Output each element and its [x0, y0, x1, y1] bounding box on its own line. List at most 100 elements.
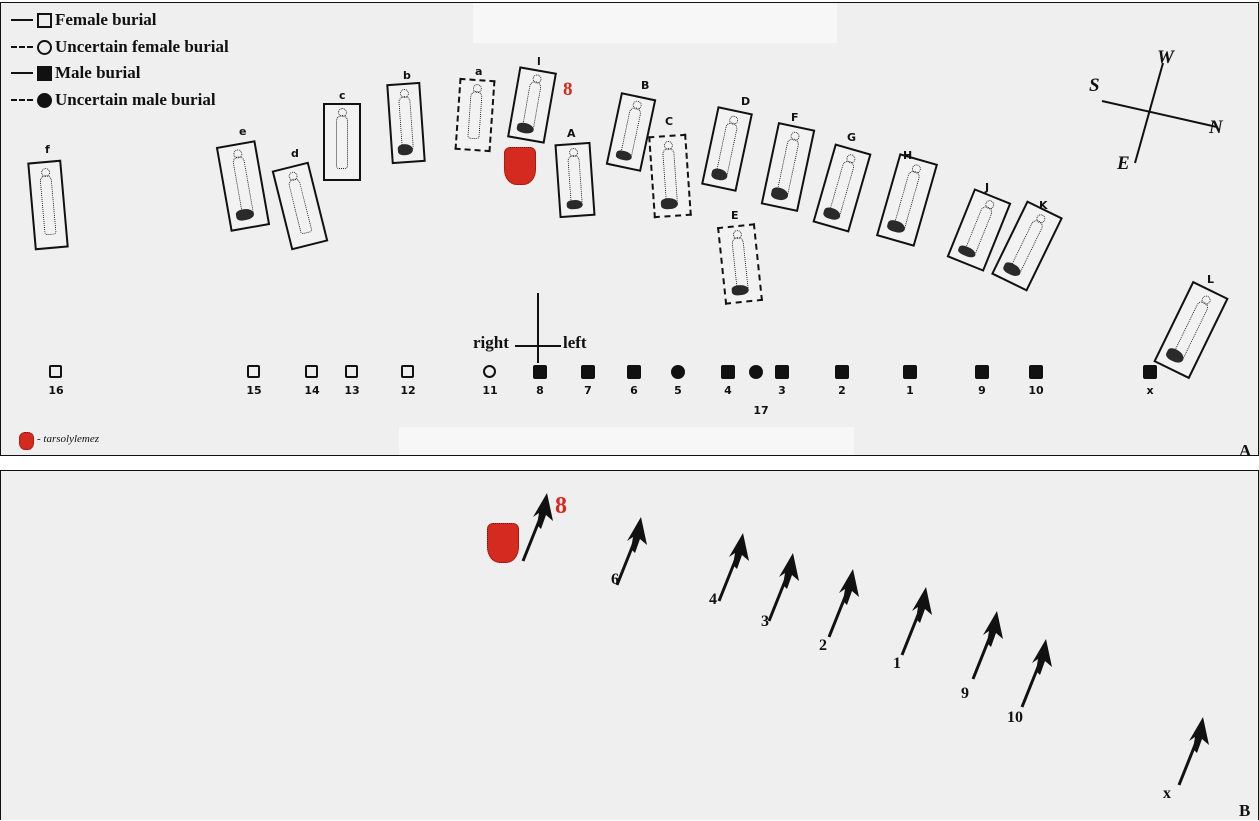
skeleton-icon — [39, 174, 57, 236]
burial-marker-square-filled — [1143, 365, 1157, 379]
square-filled-icon — [37, 65, 52, 81]
grave-c — [323, 103, 361, 181]
bones-icon — [660, 197, 679, 210]
burial-marker-label: 2 — [838, 384, 846, 397]
skeleton-icon — [467, 90, 483, 140]
grave-label: H — [903, 149, 913, 162]
tarsolylemez-legend-label: - tarsolylemez — [37, 433, 100, 445]
skeleton-icon — [336, 108, 348, 169]
tarsolylemez-legend-icon — [19, 432, 34, 450]
compass-label-n: N — [1209, 117, 1223, 138]
grave-label: K — [1039, 199, 1048, 212]
legend-label: Uncertain female burial — [55, 37, 229, 56]
legend-item-male: Male burial — [11, 62, 140, 84]
burial-marker-label: 13 — [344, 384, 360, 397]
burial-marker-label: 3 — [778, 384, 786, 397]
burial-marker-label: x — [1146, 384, 1154, 397]
burial-marker-label: 14 — [304, 384, 320, 397]
burial-marker-square-outline — [247, 365, 260, 378]
circle-outline-icon — [37, 39, 52, 55]
grave-label: a — [475, 65, 483, 78]
grave-d-upper — [701, 106, 753, 192]
square-outline-icon — [37, 12, 52, 28]
grave-d — [271, 161, 329, 251]
grave-label: l — [537, 55, 541, 68]
orientation-arrow-icon — [521, 493, 553, 562]
orientation-arrow-icon — [767, 553, 799, 622]
burial-marker-square-filled — [835, 365, 849, 379]
bones-icon — [397, 143, 414, 156]
grave-l-upper — [1153, 280, 1229, 380]
burial-marker-label: 12 — [400, 384, 416, 397]
solid-line-icon — [11, 19, 33, 21]
legend-label: Male burial — [55, 63, 141, 82]
burial-marker-circle-outline — [483, 365, 496, 378]
compass-icon — [1101, 62, 1218, 164]
burial-marker-label: 16 — [48, 384, 64, 397]
arrow-label: 1 — [893, 655, 901, 672]
circle-filled-icon — [37, 92, 52, 108]
orientation-right-label: right — [473, 333, 509, 352]
skeleton-icon — [731, 236, 749, 292]
burial-marker-label: 17 — [753, 404, 769, 417]
compass-label-w: W — [1157, 47, 1174, 68]
burial-marker-square-filled — [721, 365, 735, 379]
grave-label: f — [45, 143, 50, 156]
grave-e — [215, 140, 271, 232]
arrow-head — [839, 569, 859, 605]
grave-label: A — [567, 127, 576, 140]
orientation-axis-horizontal — [515, 345, 561, 347]
grave-label: F — [791, 111, 799, 124]
bones-icon — [731, 283, 750, 297]
solid-line-icon — [11, 72, 33, 74]
highlight-band — [399, 427, 854, 455]
burial-marker-label: 6 — [630, 384, 638, 397]
dashed-line-icon — [11, 99, 33, 101]
arrow-label: x — [1163, 785, 1171, 802]
burial-marker-square-filled — [1029, 365, 1043, 379]
burial-marker-label: 11 — [482, 384, 498, 397]
burial-marker-label: 15 — [246, 384, 262, 397]
grave-label: L — [1207, 273, 1215, 286]
burial-marker-label: 10 — [1028, 384, 1044, 397]
grave-label: c — [339, 89, 346, 102]
arrow-label: 6 — [611, 571, 619, 588]
orientation-arrow-icon — [717, 533, 749, 602]
arrow-head — [729, 533, 749, 569]
skeleton-icon — [231, 155, 255, 217]
panel-letter-b: B — [1239, 801, 1251, 820]
arrow-head — [533, 493, 553, 529]
legend-item-uncertain-male: Uncertain male burial — [11, 89, 216, 111]
panel-a: Female burial Uncertain female burial Ma… — [0, 2, 1259, 460]
compass-label-s: S — [1089, 75, 1100, 96]
grave-g-upper — [812, 143, 872, 233]
orientation-arrow-icon — [615, 517, 647, 586]
highlight-band — [473, 3, 837, 43]
arrow-head — [779, 553, 799, 589]
arrow-head — [1032, 639, 1052, 675]
orientation-arrow-icon — [827, 569, 859, 638]
skeleton-icon — [287, 177, 313, 235]
panel-letter-a: A — [1239, 441, 1252, 460]
legend-label: Uncertain male burial — [55, 90, 216, 109]
burial-marker-square-outline — [345, 365, 358, 378]
grave-f — [27, 159, 69, 251]
arrow-head — [983, 611, 1003, 647]
skeleton-icon — [398, 95, 414, 151]
burial-marker-square-outline — [49, 365, 62, 378]
burial-marker-square-filled — [533, 365, 547, 379]
grave-label: C — [665, 115, 674, 128]
grave-label: e — [239, 125, 247, 138]
legend-label: Female burial — [55, 10, 157, 29]
burial-marker-label: 8 — [536, 384, 544, 397]
grave-label: d — [291, 147, 299, 160]
burial-marker-label: 5 — [674, 384, 682, 397]
grave-a — [454, 77, 496, 153]
burial-marker-square-filled — [775, 365, 789, 379]
burial-marker-square-outline — [401, 365, 414, 378]
grave-a-upper — [554, 141, 596, 219]
grave-label: D — [741, 95, 751, 108]
arrow-head — [912, 587, 932, 623]
burial-marker-label: 1 — [906, 384, 914, 397]
orientation-arrow-icon — [971, 611, 1003, 680]
